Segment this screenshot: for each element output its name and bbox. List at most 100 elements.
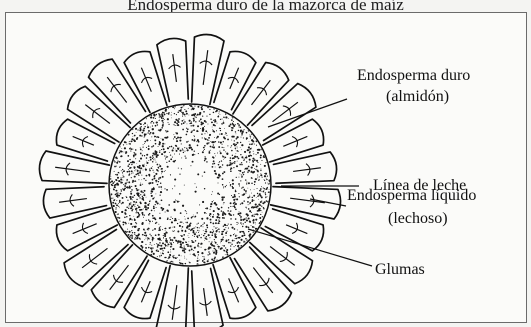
stipple-dot: [218, 113, 219, 114]
stipple-dot: [161, 138, 162, 139]
stipple-dot: [240, 222, 242, 224]
stipple-dot: [231, 163, 233, 165]
stipple-dot: [251, 193, 252, 194]
stipple-dot: [217, 246, 219, 248]
stipple-dot: [236, 138, 238, 140]
stipple-dot: [132, 219, 133, 220]
stipple-dot: [257, 214, 258, 215]
stipple-dot: [158, 178, 159, 179]
stipple-dot: [132, 199, 133, 200]
stipple-dot: [226, 239, 228, 241]
stipple-dot: [144, 135, 146, 137]
stipple-dot: [223, 196, 225, 198]
stipple-dot: [237, 142, 239, 144]
stipple-dot: [212, 229, 213, 230]
stipple-dot: [120, 181, 121, 182]
stipple-dot: [160, 253, 161, 254]
stipple-dot: [253, 232, 254, 233]
stipple-dot: [167, 251, 169, 253]
stipple-dot: [129, 173, 130, 174]
stipple-dot: [155, 118, 156, 119]
stipple-dot: [234, 246, 235, 247]
stipple-dot: [223, 186, 224, 187]
stipple-dot: [161, 127, 163, 129]
stipple-dot: [162, 139, 164, 141]
stipple-dot: [265, 173, 267, 175]
stipple-dot: [129, 215, 130, 216]
stipple-dot: [258, 199, 259, 200]
stipple-dot: [214, 202, 216, 204]
stipple-dot: [136, 132, 137, 133]
stipple-dot: [243, 160, 244, 161]
stipple-dot: [238, 151, 239, 152]
kernel-outline: [39, 151, 109, 183]
stipple-dot: [128, 223, 129, 224]
stipple-dot: [215, 156, 216, 157]
stipple-dot: [171, 244, 173, 246]
stipple-dot: [166, 162, 167, 163]
stipple-dot: [152, 199, 153, 200]
stipple-dot: [136, 188, 138, 190]
stipple-dot: [203, 226, 204, 227]
stipple-dot: [161, 248, 163, 250]
stipple-dot: [137, 129, 138, 130]
stipple-dot: [181, 157, 182, 158]
stipple-dot: [265, 182, 266, 183]
stipple-dot: [219, 161, 220, 162]
stipple-dot: [160, 131, 161, 132]
stipple-dot: [234, 233, 235, 234]
stipple-dot: [193, 228, 194, 229]
stipple-dot: [215, 222, 217, 224]
stipple-dot: [168, 122, 169, 123]
stipple-dot: [257, 210, 258, 211]
stipple-dot: [204, 233, 205, 234]
stipple-dot: [236, 156, 238, 158]
stipple-dot: [130, 150, 131, 151]
stipple-dot: [116, 162, 117, 163]
stipple-dot: [218, 219, 219, 220]
stipple-dot: [213, 231, 214, 232]
stipple-dot: [235, 153, 236, 154]
stipple-dot: [170, 227, 171, 228]
stipple-dot: [180, 137, 182, 139]
stipple-dot: [188, 108, 189, 109]
stipple-dot: [246, 157, 248, 159]
stipple-dot: [118, 206, 119, 207]
stipple-dot: [147, 163, 148, 164]
stipple-dot: [155, 173, 157, 175]
stipple-dot: [206, 224, 208, 226]
stipple-dot: [136, 235, 138, 237]
stipple-dot: [185, 116, 186, 117]
stipple-dot: [266, 188, 267, 189]
stipple-dot: [148, 238, 149, 239]
stipple-dot: [157, 124, 158, 125]
stipple-dot: [221, 133, 223, 135]
stipple-dot: [239, 170, 241, 172]
stipple-dot: [184, 109, 185, 110]
stipple-dot: [174, 255, 175, 256]
stipple-dot: [223, 204, 224, 205]
stipple-dot: [232, 157, 234, 159]
stipple-dot: [252, 158, 254, 160]
stipple-dot: [171, 118, 172, 119]
stipple-dot: [169, 160, 171, 162]
stipple-dot: [262, 160, 263, 161]
stipple-dot: [115, 209, 116, 210]
stipple-dot: [161, 116, 163, 118]
stipple-dot: [266, 179, 267, 180]
stipple-dot: [151, 146, 153, 148]
stipple-dot: [238, 124, 240, 126]
stipple-dot: [173, 138, 174, 139]
stipple-dot: [153, 145, 155, 147]
stipple-dot: [157, 256, 158, 257]
stipple-dot: [173, 124, 174, 125]
stipple-dot: [151, 235, 152, 236]
stipple-dot: [257, 176, 258, 177]
stipple-dot: [129, 163, 131, 165]
stipple-dot: [184, 151, 185, 152]
stipple-dot: [192, 241, 194, 243]
stipple-dot: [140, 128, 142, 130]
stipple-dot: [155, 219, 157, 221]
stipple-dot: [148, 160, 149, 161]
stipple-dot: [147, 237, 148, 238]
